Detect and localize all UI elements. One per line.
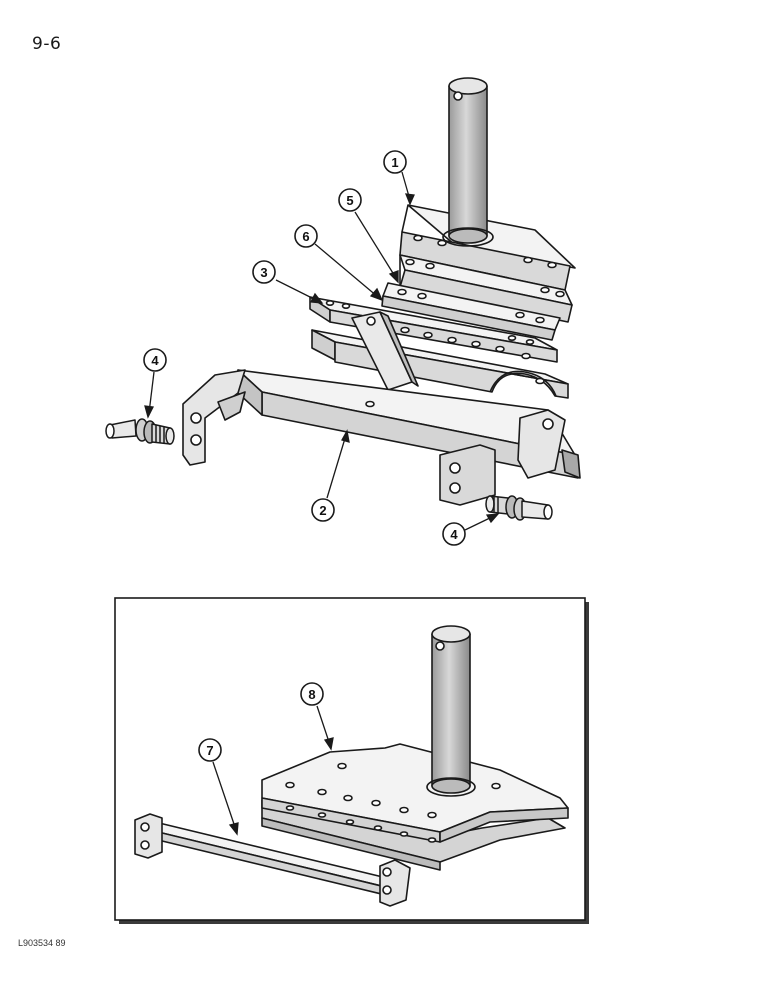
callout-6: 6 [294,224,318,248]
svg-text:1: 1 [391,155,398,170]
part-4-pivot-pin-right [485,495,553,521]
callout-4-left: 4 [143,348,167,372]
part-4-pivot-pin-left [105,418,175,445]
callout-2: 2 [311,498,335,522]
callout-5: 5 [338,188,362,212]
part-6-thin-plate [381,282,561,341]
svg-text:4: 4 [450,527,458,542]
svg-text:4: 4 [151,353,159,368]
part-1-post-plate [399,77,576,291]
part-5-spacer-plate [399,254,573,323]
callout-1: 1 [383,150,407,174]
part-8-large-plate-post [261,625,569,871]
callout-8: 8 [300,682,324,706]
svg-text:5: 5 [346,193,353,208]
support-bracket [351,311,419,391]
part-7-tie-rod [134,813,411,907]
svg-text:7: 7 [206,743,213,758]
svg-text:2: 2 [319,503,326,518]
leader-lines-upper [144,171,500,531]
drawing-reference-code: L903534 89 [18,938,66,948]
callout-7: 7 [198,738,222,762]
svg-text:3: 3 [260,265,267,280]
page-number: 9-6 [32,34,62,54]
callout-4-right: 4 [442,522,466,546]
callout-3: 3 [252,260,276,284]
leader-lines-inset [212,705,334,836]
part-2-cross-beam [182,369,581,506]
svg-text:8: 8 [308,687,315,702]
inset-alternate-assembly [114,597,589,924]
svg-text:6: 6 [302,229,309,244]
